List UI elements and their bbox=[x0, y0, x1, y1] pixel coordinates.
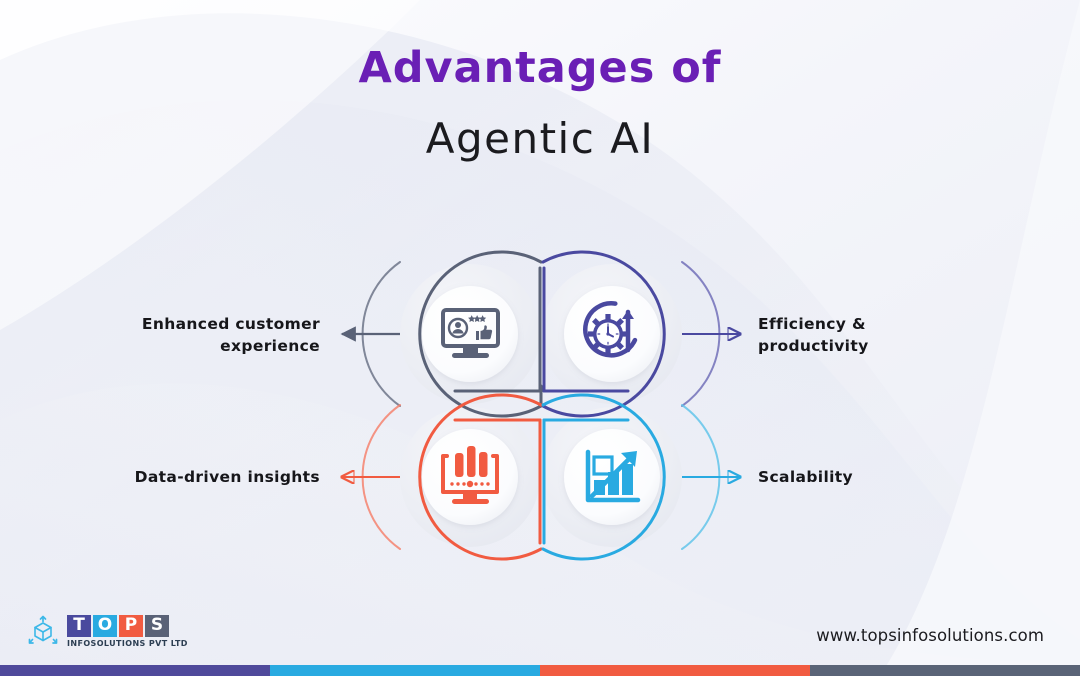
title-line-1: Advantages of bbox=[358, 43, 722, 93]
logo-wordmark: T O P S INFOSOLUTIONS PVT LTD bbox=[67, 614, 188, 648]
monitor-bar-chart-icon bbox=[441, 446, 499, 504]
page-title: Advantages of Agentic AI bbox=[0, 43, 1080, 164]
label-data-driven-insights: Data-driven insights bbox=[60, 466, 320, 488]
growth-chart-arrow-icon bbox=[585, 449, 641, 503]
monitor-customer-review-icon bbox=[441, 308, 500, 358]
logo-letter-blocks: T O P S bbox=[67, 614, 169, 637]
gear-clock-arrow-icon bbox=[583, 301, 638, 358]
label-efficiency-productivity-line1: Efficiency & bbox=[758, 315, 866, 333]
title-line-2: Agentic AI bbox=[425, 114, 655, 164]
bottom-bar-segment-cyan bbox=[270, 665, 540, 676]
cube-arrows-icon bbox=[28, 615, 58, 644]
label-scalability-text: Scalability bbox=[758, 468, 853, 486]
label-enhanced-customer-experience: Enhanced customer experience bbox=[60, 313, 320, 358]
label-data-driven-insights-text: Data-driven insights bbox=[134, 468, 320, 486]
logo-letter-t: T bbox=[67, 614, 91, 637]
quadrant-efficiency-productivity[interactable] bbox=[541, 250, 740, 418]
website-url[interactable]: www.topsinfosolutions.com bbox=[816, 626, 1044, 645]
bottom-color-bar bbox=[0, 665, 1080, 676]
logo-letter-p: P bbox=[119, 614, 143, 637]
brand-logo[interactable]: T O P S INFOSOLUTIONS PVT LTD bbox=[26, 614, 188, 648]
label-efficiency-productivity: Efficiency & productivity bbox=[758, 313, 1018, 358]
bottom-bar-segment-orange bbox=[540, 665, 810, 676]
logo-tagline: INFOSOLUTIONS PVT LTD bbox=[67, 638, 188, 648]
bottom-bar-segment-gray bbox=[810, 665, 1080, 676]
logo-letter-s: S bbox=[145, 614, 169, 637]
quadrant-data-driven-insights[interactable] bbox=[342, 393, 543, 561]
label-scalability: Scalability bbox=[758, 466, 1018, 488]
quadrant-scalability[interactable] bbox=[541, 393, 740, 561]
label-efficiency-productivity-line2: productivity bbox=[758, 337, 869, 356]
label-enhanced-customer-experience-line2: experience bbox=[220, 337, 320, 356]
logo-letter-o: O bbox=[93, 614, 117, 637]
label-enhanced-customer-experience-line1: Enhanced customer bbox=[141, 315, 320, 333]
bottom-bar-segment-purple bbox=[0, 665, 270, 676]
quadrant-enhanced-customer-experience[interactable] bbox=[340, 250, 543, 418]
